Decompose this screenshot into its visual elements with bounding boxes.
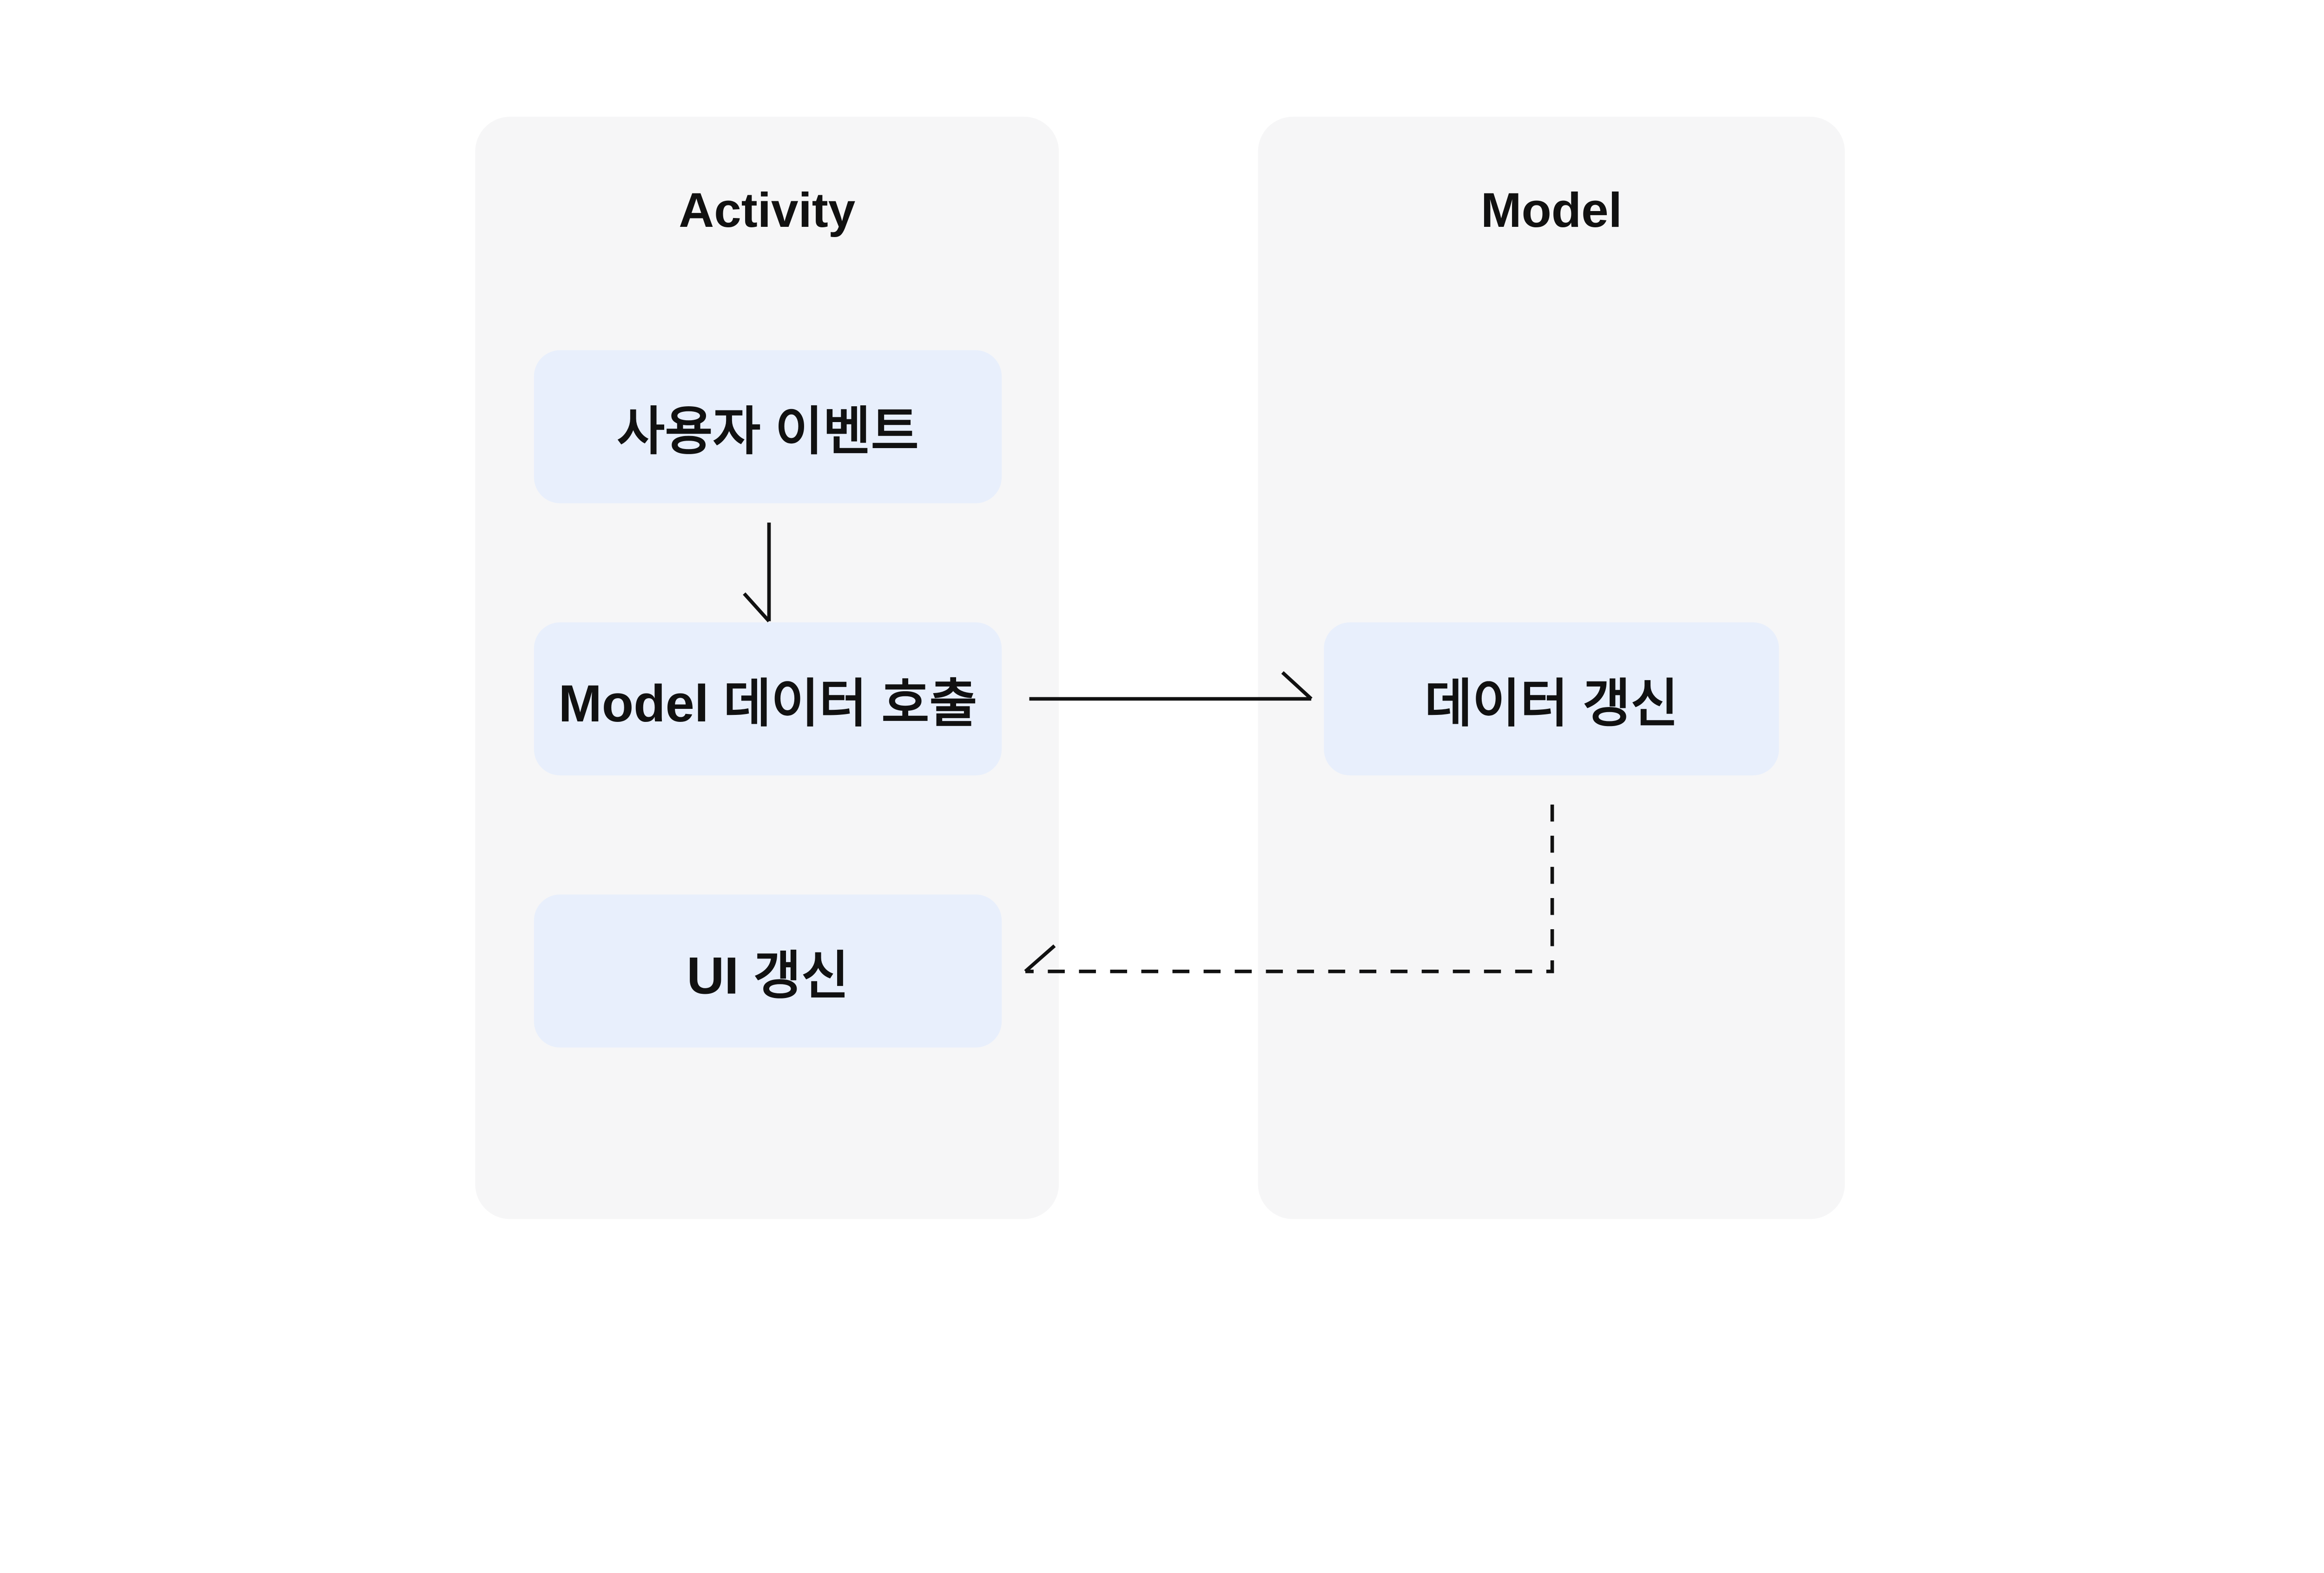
node-data-update-label: 데이터 갱신 <box>1424 674 1679 733</box>
node-ui-update: UI 갱신 <box>534 894 1002 1048</box>
node-model-data-call-label: Model 데이터 호출 <box>558 674 977 733</box>
node-user-event-label: 사용자 이벤트 <box>617 402 919 460</box>
diagram-canvas: Activity 사용자 이벤트 Model 데이터 호출 UI 갱신 Mode… <box>475 117 1845 1219</box>
node-user-event: 사용자 이벤트 <box>534 350 1002 503</box>
panel-activity-title: Activity <box>679 183 856 238</box>
panel-model: Model 데이터 갱신 <box>1258 117 1845 1219</box>
node-ui-update-label: UI 갱신 <box>687 946 849 1005</box>
panel-activity: Activity 사용자 이벤트 Model 데이터 호출 UI 갱신 <box>475 117 1059 1219</box>
node-model-data-call: Model 데이터 호출 <box>534 622 1002 776</box>
panel-model-title: Model <box>1480 183 1622 238</box>
node-data-update: 데이터 갱신 <box>1324 622 1779 776</box>
connector-layer <box>743 522 1554 973</box>
